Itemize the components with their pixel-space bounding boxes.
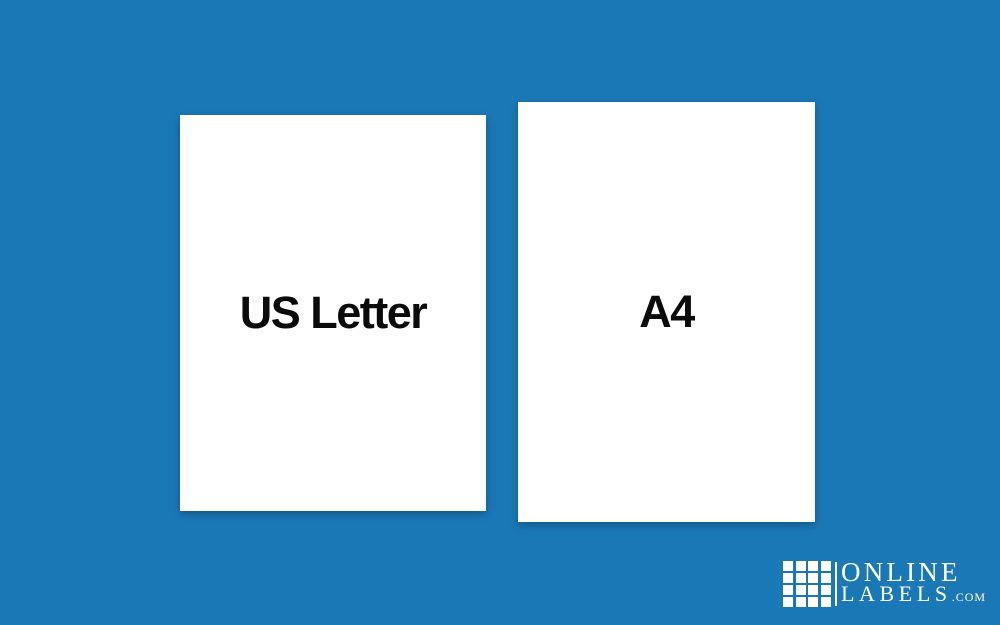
grid-cell — [808, 585, 819, 595]
logo-word-suffix: .COM — [951, 590, 987, 604]
grid-cell — [795, 561, 806, 571]
sheet-label-us-letter: US Letter — [239, 287, 428, 338]
grid-cell — [820, 561, 831, 571]
logo-word-labels: LABELS.COM — [841, 583, 986, 608]
grid-icon — [783, 561, 831, 607]
sheet-label-a4: A4 — [639, 286, 695, 337]
grid-cell — [820, 597, 831, 607]
grid-cell — [808, 561, 819, 571]
grid-cell — [783, 585, 793, 595]
onlinelabels-logo: ONLINE LABELS.COM — [783, 557, 986, 608]
grid-cell — [808, 573, 819, 583]
grid-cell — [783, 561, 793, 571]
logo-word-online: ONLINE — [841, 557, 961, 587]
grid-cell — [820, 585, 831, 595]
grid-cell — [783, 573, 793, 583]
grid-cell — [795, 597, 806, 607]
grid-cell — [795, 573, 806, 583]
logo-word-labels-text: LABELS — [841, 581, 952, 606]
grid-cell — [783, 597, 793, 607]
grid-cell — [820, 573, 831, 583]
us-letter-sheet: US Letter — [180, 115, 486, 511]
logo-divider — [835, 562, 837, 606]
a4-sheet: A4 — [518, 102, 815, 522]
grid-cell — [795, 585, 806, 595]
grid-cell — [808, 597, 819, 607]
